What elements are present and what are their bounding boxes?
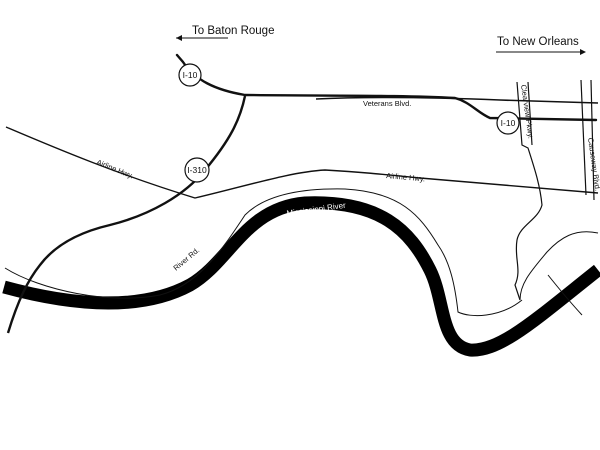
river-road-label: River Rd. — [172, 246, 202, 273]
clearview-pkwy-label: Clearview Pkwy. — [519, 84, 535, 139]
i310-highway — [6, 95, 247, 334]
airline-hwy — [5, 126, 599, 199]
baton-rouge-label: To Baton Rouge — [192, 25, 274, 37]
i310-shield-label: I-310 — [187, 165, 207, 175]
clearview-pkwy-west-edge — [527, 81, 533, 146]
direction-baton-rouge: To Baton Rouge — [176, 25, 274, 41]
i10-highway — [175, 53, 598, 122]
airline-hwy-label-east: Airline Hwy. — [386, 171, 426, 183]
direction-new-orleans: To New Orleans — [496, 36, 586, 55]
east-road-lower — [547, 274, 583, 316]
new-orleans-arrowhead-icon — [580, 49, 586, 55]
clearview-pkwy — [514, 81, 543, 301]
i10-shield-west-label: I-10 — [183, 70, 198, 80]
airline-hwy-label-west: Airline Hwy. — [95, 158, 135, 181]
i10-shield-west-circle — [178, 63, 202, 87]
i10-shield-east: I-10 — [496, 111, 520, 135]
river-road — [4, 188, 523, 317]
causeway-blvd-edge — [590, 79, 595, 201]
veterans-blvd — [315, 96, 599, 104]
i310-shield-circle — [184, 157, 210, 183]
mississippi-river — [2, 196, 600, 357]
i10-shield-east-label: I-10 — [501, 118, 516, 128]
new-orleans-label: To New Orleans — [497, 36, 579, 48]
baton-rouge-arrowhead-icon — [176, 35, 182, 41]
causeway-blvd-label: Causeway Blvd. — [586, 137, 600, 192]
i310-shield: I-310 — [184, 157, 210, 183]
veterans-blvd-label: Veterans Blvd. — [363, 99, 411, 108]
east-road-curve — [519, 231, 599, 301]
i10-shield-east-circle — [496, 111, 520, 135]
causeway-blvd — [580, 79, 587, 196]
i10-shield-west: I-10 — [178, 63, 202, 87]
